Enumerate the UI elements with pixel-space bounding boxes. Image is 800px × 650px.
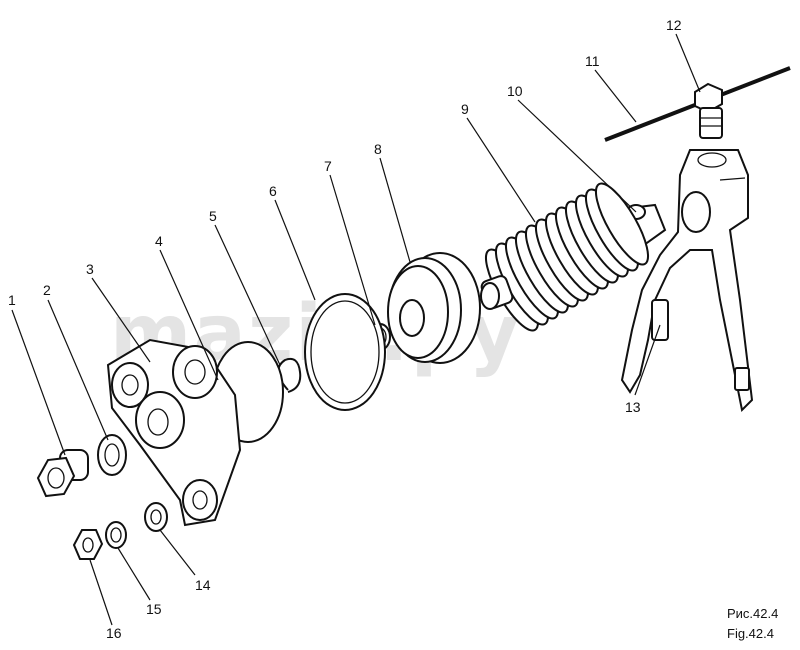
callout-labels: 1 2 3 4 5 6 7 8 9 10 11 12 13 14 15 16 xyxy=(8,17,682,641)
callout-7: 7 xyxy=(324,158,332,174)
figure-caption-en: Fig.42.4 xyxy=(727,626,774,641)
figure-caption-ru: Рис.42.4 xyxy=(727,606,778,621)
part-3-cover xyxy=(106,338,242,527)
part-9-spring-shaft xyxy=(480,182,667,332)
callout-2: 2 xyxy=(43,282,51,298)
callout-16: 16 xyxy=(106,625,122,641)
callout-13: 13 xyxy=(625,399,641,415)
part-6-o-ring xyxy=(304,293,386,411)
spring-coil xyxy=(595,182,649,266)
part-14-washer xyxy=(144,502,168,532)
part-2-washer xyxy=(97,434,127,476)
part-8-drum xyxy=(387,252,481,364)
callout-14: 14 xyxy=(195,577,211,593)
part-1-nut xyxy=(36,449,89,498)
callout-15: 15 xyxy=(146,601,162,617)
callout-11: 11 xyxy=(585,53,600,69)
callout-12: 12 xyxy=(666,17,682,33)
callout-1: 1 xyxy=(8,292,16,308)
part-15-spring-washer xyxy=(105,521,127,549)
callout-8: 8 xyxy=(374,141,382,157)
part-16-hex-nut xyxy=(72,529,104,560)
leader-lines xyxy=(11,33,701,626)
callout-10: 10 xyxy=(507,83,523,99)
callout-5: 5 xyxy=(209,208,217,224)
part-12-bolt xyxy=(694,82,723,139)
callout-6: 6 xyxy=(269,183,277,199)
callout-9: 9 xyxy=(461,101,469,117)
callout-4: 4 xyxy=(155,233,163,249)
shift-fork xyxy=(620,149,754,413)
callout-3: 3 xyxy=(86,261,94,277)
